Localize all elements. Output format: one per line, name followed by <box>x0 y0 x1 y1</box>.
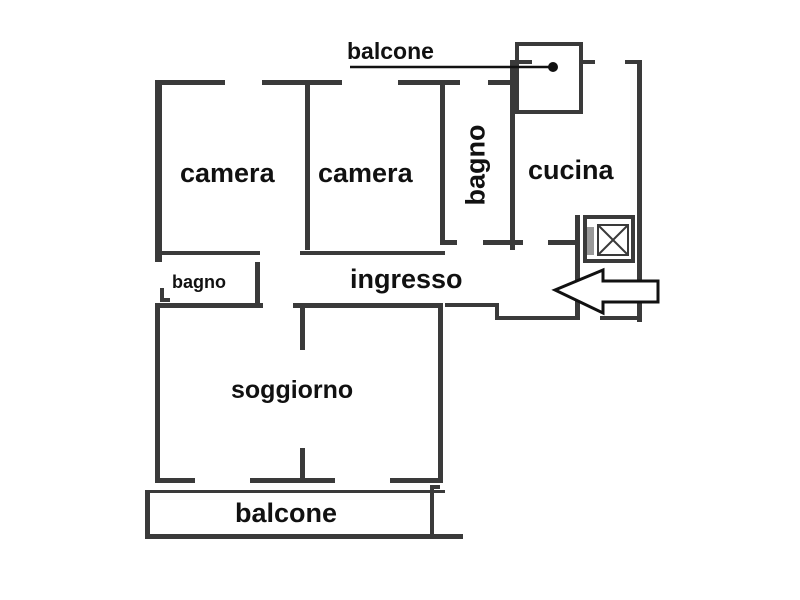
room-label-camera-1: camera <box>180 158 275 188</box>
walls <box>145 42 642 539</box>
room-label-camera-2: camera <box>318 158 413 188</box>
entrance-arrow-icon <box>551 267 660 316</box>
room-label-soggiorno: soggiorno <box>231 376 354 404</box>
room-label-cucina: cucina <box>528 155 614 185</box>
room-label-bagno-small: bagno <box>172 272 226 292</box>
room-label-balcone-top: balcone <box>347 38 434 64</box>
pointer-dot-icon <box>548 62 558 72</box>
room-label-balcone-bottom: balcone <box>235 498 338 528</box>
shaft-icon <box>587 224 629 256</box>
room-label-ingresso: ingresso <box>350 264 463 294</box>
room-label-bagno-vertical: bagno <box>460 124 491 206</box>
